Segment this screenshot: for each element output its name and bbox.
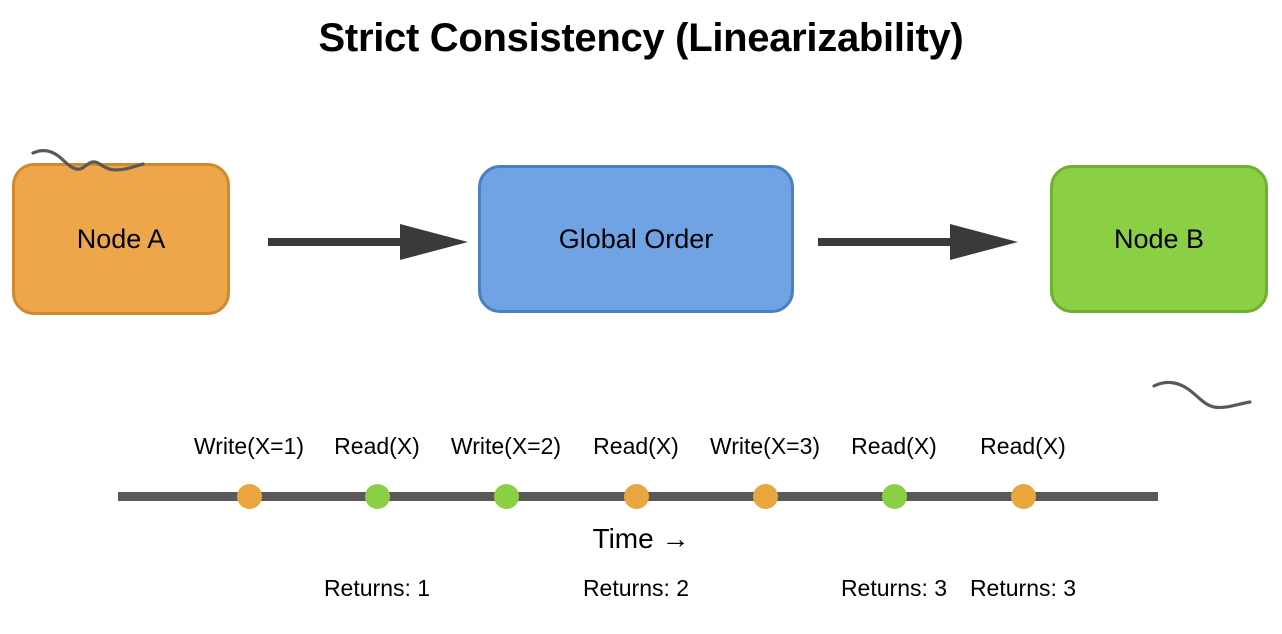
timeline-event-dot[interactable] bbox=[752, 484, 778, 509]
node-box-node-b[interactable]: Node B bbox=[1050, 165, 1268, 313]
node-label: Global Order bbox=[558, 223, 714, 254]
node-box-global-order[interactable]: Global Order bbox=[478, 165, 794, 313]
node-label: Node A bbox=[76, 223, 166, 254]
timeline-event-dot[interactable] bbox=[881, 484, 907, 509]
timeline-operation-label: Read(X) bbox=[851, 433, 937, 459]
time-axis-label: Time → bbox=[592, 523, 690, 554]
timeline-operation-label: Read(X) bbox=[593, 433, 679, 459]
node-label: Node B bbox=[1113, 223, 1205, 254]
page-title: Strict Consistency (Linearizability) bbox=[318, 16, 964, 60]
timeline-operation-label: Write(X=1) bbox=[193, 433, 305, 459]
timeline-event-dot[interactable] bbox=[236, 484, 262, 509]
timeline-return-label: Returns: 3 bbox=[969, 575, 1077, 601]
timeline-return-label: Returns: 2 bbox=[582, 575, 690, 601]
timeline-operation-label: Read(X) bbox=[980, 433, 1066, 459]
timeline-event-dot[interactable] bbox=[1010, 484, 1036, 509]
timeline-event-dot[interactable] bbox=[364, 484, 390, 509]
timeline-operation-label: Write(X=2) bbox=[450, 433, 562, 459]
squiggle-doodle-icon bbox=[1152, 380, 1252, 410]
timeline-return-label: Returns: 3 bbox=[840, 575, 948, 601]
arrow-node-a-to-global-order bbox=[268, 224, 468, 260]
timeline-event-dot[interactable] bbox=[623, 484, 649, 509]
node-box-node-a[interactable]: Node A bbox=[12, 163, 230, 315]
timeline-operation-label: Write(X=3) bbox=[709, 433, 821, 459]
timeline-event-dot[interactable] bbox=[493, 484, 519, 509]
timeline-operation-label: Read(X) bbox=[334, 433, 420, 459]
arrow-global-order-to-node-b bbox=[818, 224, 1018, 260]
timeline-return-label: Returns: 1 bbox=[323, 575, 431, 601]
